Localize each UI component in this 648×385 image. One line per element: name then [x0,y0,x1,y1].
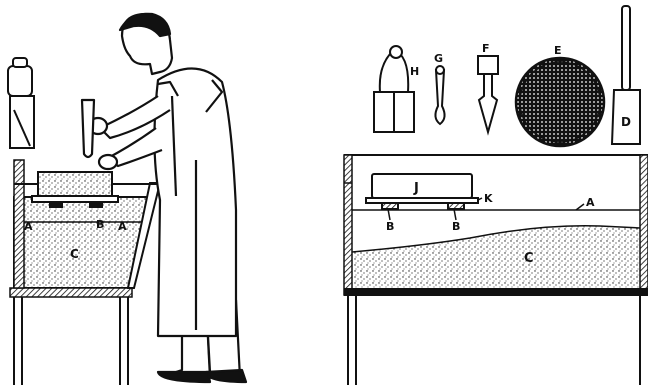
label-tool-d: D [621,115,631,129]
label-right-a: A [586,196,595,209]
jar-icon [8,58,32,96]
wall-shelf [10,96,34,148]
label-tool-e: E [554,44,562,57]
label-tool-h: H [410,65,419,78]
label-tool-f: F [482,42,490,55]
label-left-a: A [24,220,33,233]
label-right-j: J [413,181,419,196]
right-scene: H G F E D [344,6,648,385]
label-right-b2: B [452,220,460,233]
tool-h-icon [374,46,414,132]
label-left-b: B [96,218,104,231]
left-scene: A B A C [8,14,246,385]
left-mold [32,172,118,207]
label-tool-g: G [434,52,443,65]
tool-g-icon [435,66,444,124]
right-mold [366,174,478,209]
tool-f-icon [478,56,498,132]
label-left-a2: A [118,220,127,233]
tool-e-sieve-icon [516,58,604,146]
label-right-b1: B [386,220,394,233]
label-right-c: C [524,251,534,266]
label-right-k: K [484,192,493,205]
label-left-c: C [70,247,79,261]
